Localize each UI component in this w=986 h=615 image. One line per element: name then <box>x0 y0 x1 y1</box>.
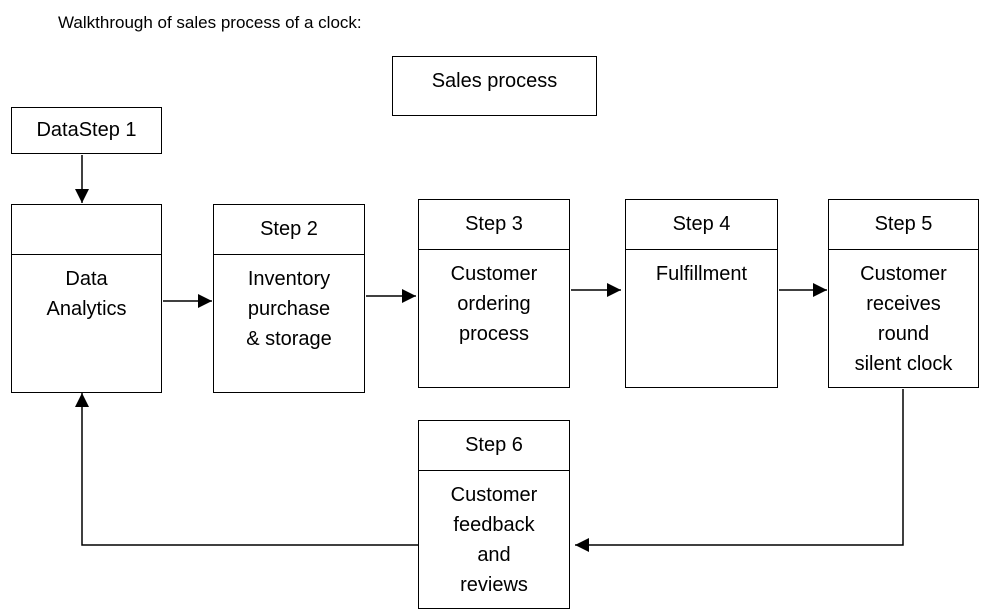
step-1-line: Analytics <box>46 298 127 320</box>
step-4-header: Step 4 <box>626 200 777 250</box>
step-5-header: Step 5 <box>829 200 978 250</box>
step-5-line: receives <box>866 293 941 315</box>
step-3-line: process <box>458 323 530 345</box>
step-3-line: Customer <box>450 263 538 285</box>
step-6-line: feedback <box>453 514 535 536</box>
diagram-caption: Walkthrough of sales process of a clock: <box>58 13 362 32</box>
step-5-line: round <box>877 323 930 345</box>
step-3-box: Step 3 Customer ordering process <box>418 199 570 388</box>
step-2-line: & storage <box>246 328 332 350</box>
step-1-box: Data Analytics <box>11 204 162 393</box>
step-1-header <box>12 205 161 255</box>
step-2-line: purchase <box>247 298 331 320</box>
step-6-header: Step 6 <box>419 421 569 471</box>
step-3-body: Customer ordering process <box>419 250 569 349</box>
step-6-line: reviews <box>460 574 528 596</box>
step-5-line: Customer <box>860 263 947 285</box>
step-5-box: Step 5 Customer receives round silent cl… <box>828 199 979 388</box>
step-2-body: Inventory purchase & storage <box>214 255 364 354</box>
step-1-line: Data <box>65 268 108 290</box>
step-6-line: and <box>477 544 511 566</box>
datastep-1-label: DataStep 1 <box>36 119 137 141</box>
step-3-header: Step 3 <box>419 200 569 250</box>
arrow-step5-to-step6 <box>575 389 904 552</box>
step-6-box: Step 6 Customer feedback and reviews <box>418 420 570 609</box>
step-4-body: Fulfillment <box>626 250 777 289</box>
step-5-line: silent clock <box>854 353 953 375</box>
step-2-box: Step 2 Inventory purchase & storage <box>213 204 365 393</box>
step-1-body: Data Analytics <box>12 255 161 324</box>
step-3-line: ordering <box>457 293 531 315</box>
sales-process-title-label: Sales process <box>431 69 558 92</box>
step-5-body: Customer receives round silent clock <box>829 250 978 379</box>
step-4-line: Fulfillment <box>655 263 748 285</box>
step-6-line: Customer <box>450 484 538 506</box>
step-2-line: Inventory <box>247 268 331 290</box>
arrow-step6-to-analytics <box>75 393 418 546</box>
step-4-box: Step 4 Fulfillment <box>625 199 778 388</box>
step-6-body: Customer feedback and reviews <box>419 471 569 600</box>
datastep-1-box: DataStep 1 <box>11 107 162 154</box>
sales-process-title: Sales process <box>392 56 597 116</box>
step-2-header: Step 2 <box>214 205 364 255</box>
